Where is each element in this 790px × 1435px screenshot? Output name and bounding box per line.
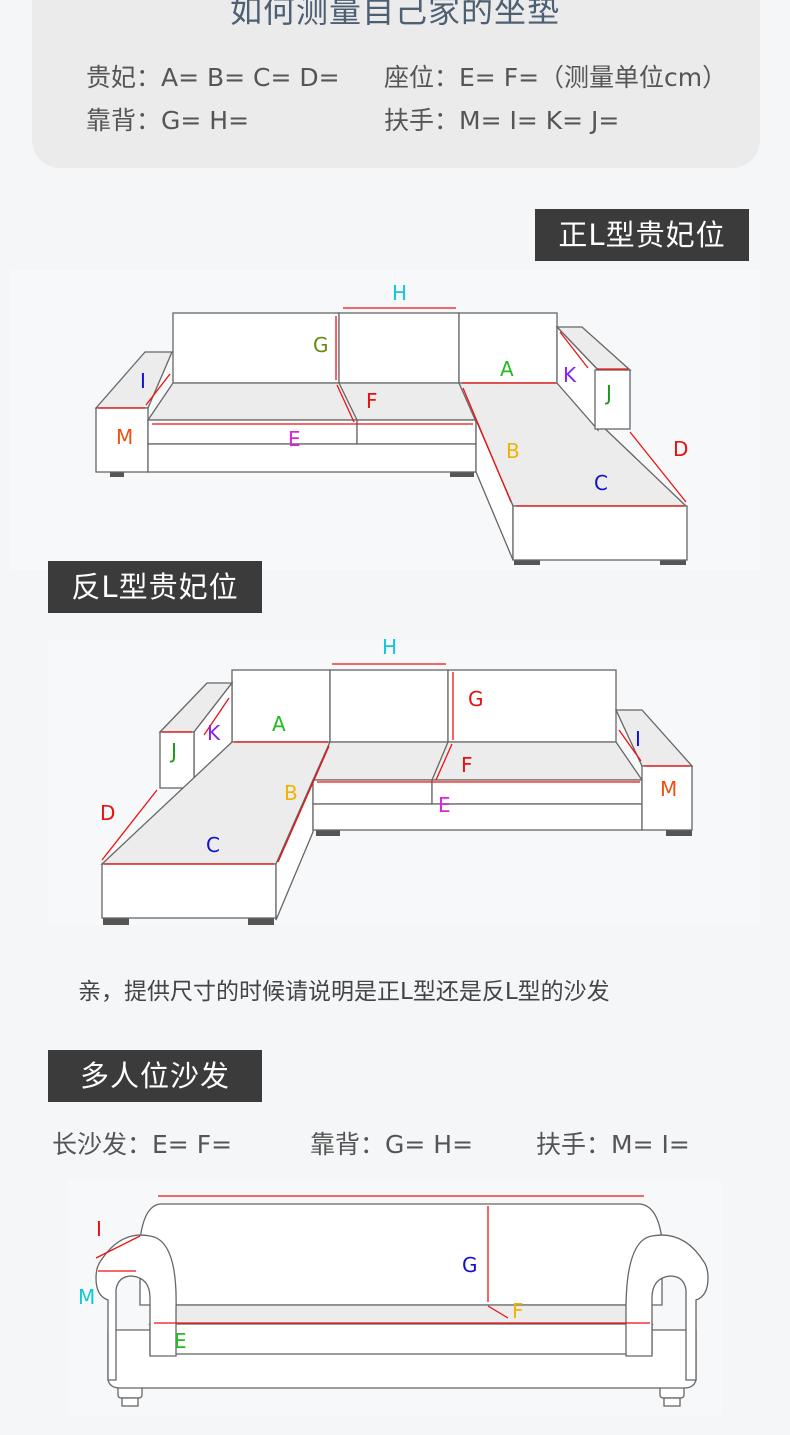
label-h: H xyxy=(392,281,407,305)
label-m-2: M xyxy=(660,777,677,801)
measurement-info-card xyxy=(32,0,760,168)
label-e: E xyxy=(288,427,301,451)
section-tag-left-l: 反L型贵妃位 xyxy=(48,561,262,613)
diagram-left-l-sofa: H G F E A B C D K J I M xyxy=(48,635,760,925)
label-m-3: M xyxy=(78,1285,95,1309)
label-c: C xyxy=(594,471,608,495)
section-tag-multi-seat: 多人位沙发 xyxy=(48,1050,262,1102)
label-d: D xyxy=(673,437,688,461)
label-c-2: C xyxy=(206,833,220,857)
seat-measure: 座位：E= F=（测量单位cm） xyxy=(384,63,728,92)
section-tag-right-l: 正L型贵妃位 xyxy=(535,209,749,261)
label-f: F xyxy=(366,389,378,413)
multi-back-measure: 靠背：G= H= xyxy=(310,1130,474,1159)
label-e-3: E xyxy=(174,1329,187,1353)
label-g-3: G xyxy=(462,1253,478,1277)
label-g: G xyxy=(313,333,329,357)
label-d-2: D xyxy=(100,801,115,825)
label-m: M xyxy=(116,425,133,449)
label-j: J xyxy=(604,381,612,405)
label-b-2: B xyxy=(284,781,298,805)
label-a: A xyxy=(500,357,514,381)
label-i-3: I xyxy=(96,1217,102,1241)
back-measure: 靠背：G= H= xyxy=(86,106,250,135)
label-k-2: K xyxy=(207,721,221,745)
label-f-2: F xyxy=(461,753,473,777)
label-k: K xyxy=(563,363,577,387)
label-i: I xyxy=(140,369,146,393)
label-a-2: A xyxy=(272,712,286,736)
multi-armrest-measure: 扶手：M= I= xyxy=(536,1130,690,1159)
label-b: B xyxy=(506,439,520,463)
long-sofa-measure: 长沙发：E= F= xyxy=(52,1130,233,1159)
shape-note: 亲，提供尺寸的时候请说明是正L型还是反L型的沙发 xyxy=(78,979,610,1005)
label-e-2: E xyxy=(438,793,451,817)
armrest-measure: 扶手：M= I= K= J= xyxy=(384,106,620,135)
label-f-3: F xyxy=(512,1299,524,1323)
label-i-2: I xyxy=(635,727,641,751)
label-g-2: G xyxy=(468,687,484,711)
page-title: 如何测量自己家的坐垫 xyxy=(229,0,560,30)
label-h-2: H xyxy=(382,635,397,659)
guifei-measure: 贵妃：A= B= C= D= xyxy=(86,63,340,92)
diagram-multi-seat-sofa: I M G F E xyxy=(68,1180,722,1415)
label-j-2: J xyxy=(169,739,177,763)
diagram-right-l-sofa: H G F E I M A B C D K J xyxy=(10,270,760,570)
